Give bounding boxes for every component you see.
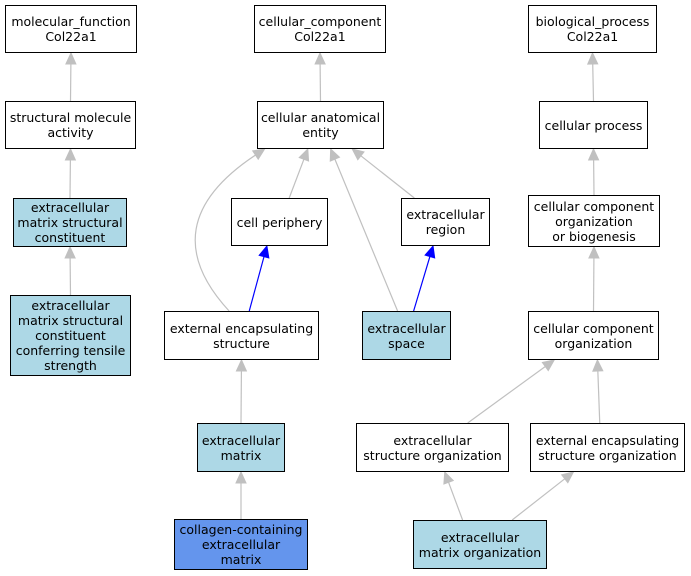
node-cellular-component-organization[interactable]: cellular component organization <box>528 311 659 360</box>
node-cell-periphery[interactable]: cell periphery <box>231 198 328 246</box>
arrowhead-cc_org-to-cc_org_biogenesis <box>588 245 600 259</box>
node-ecm-structural-constituent[interactable]: extracellular matrix structural constitu… <box>13 198 127 247</box>
arrowhead-cell_periphery-to-cell_anat_entity <box>298 147 310 162</box>
arrowhead-ecm_org-to-extracell_struct_org <box>443 470 455 485</box>
edge-cellular_process-to-bp_root <box>592 63 595 102</box>
arrowhead-extracell_space-to-extracell_region <box>424 244 436 259</box>
arrowhead-cell_anat_entity-to-cc_root <box>314 51 326 65</box>
edge-ext_encap_struct-to-cell_anat_entity <box>194 154 256 312</box>
arrowhead-ecm_org-to-ext_encap_struct_org <box>560 471 575 484</box>
node-extracellular-space[interactable]: extracellular space <box>362 311 451 360</box>
node-extracellular-matrix[interactable]: extracellular matrix <box>197 423 285 472</box>
arrowhead-extracell_space-to-cell_anat_entity <box>329 147 341 162</box>
arrowhead-extracell_struct_org-to-cc_org <box>541 359 556 372</box>
node-cellular-process[interactable]: cellular process <box>539 101 648 149</box>
edge-extracell_region-to-cell_anat_entity <box>360 155 415 199</box>
node-extracellular-region[interactable]: extracellular region <box>401 198 490 246</box>
arrowhead-extracell_matrix-to-ext_encap_struct <box>235 358 248 372</box>
arrowhead-ext_encap_struct-to-cell_anat_entity <box>251 148 266 161</box>
edge-ext_encap_struct-to-cell_periphery <box>248 256 265 312</box>
node-cellular-anatomical-entity[interactable]: cellular anatomical entity <box>257 101 384 149</box>
edge-ext_encap_struct_org-to-cc_org <box>597 370 601 424</box>
node-external-encapsulating-structure-organization[interactable]: external encapsulating structure organiz… <box>530 423 685 472</box>
node-mf-root[interactable]: molecular_function Col22a1 <box>5 5 137 53</box>
arrowhead-ecm_struct_const-to-struct_mol_act <box>64 147 77 161</box>
edge-extracell_space-to-cell_anat_entity <box>334 158 399 312</box>
arrowhead-ecm_tensile-to-ecm_struct_const <box>64 245 76 259</box>
node-extracellular-structure-organization[interactable]: extracellular structure organization <box>356 423 509 472</box>
arrowhead-cellular_process-to-bp_root <box>586 51 599 65</box>
edge-ecm_org-to-extracell_struct_org <box>448 482 464 521</box>
edge-cell_periphery-to-cell_anat_entity <box>288 159 305 199</box>
arrowhead-ext_encap_struct_org-to-cc_org <box>592 358 604 372</box>
edge-ecm_org-to-ext_encap_struct_org <box>511 478 566 521</box>
node-bp-root[interactable]: biological_process Col22a1 <box>528 5 657 53</box>
node-cc-root[interactable]: cellular_component Col22a1 <box>254 5 386 53</box>
node-extracellular-matrix-organization[interactable]: extracellular matrix organization <box>413 520 547 569</box>
node-structural-molecule-activity[interactable]: structural molecule activity <box>5 101 136 149</box>
node-external-encapsulating-structure[interactable]: external encapsulating structure <box>164 311 319 360</box>
edge-extracell_space-to-extracell_region <box>413 256 431 312</box>
node-collagen-containing-ecm[interactable]: collagen-containing extracellular matrix <box>174 519 308 570</box>
node-ecm-tensile-strength[interactable]: extracellular matrix structural constitu… <box>10 295 131 376</box>
arrowhead-extracell_region-to-cell_anat_entity <box>351 148 365 161</box>
arrowhead-ext_encap_struct-to-cell_periphery <box>258 244 270 259</box>
edge-extracell_struct_org-to-cc_org <box>467 365 546 424</box>
arrowhead-struct_mol_act-to-mf_root <box>65 51 77 65</box>
arrowhead-cc_org_biogenesis-to-cellular_process <box>587 147 600 161</box>
arrowhead-collagen_ecm-to-extracell_matrix <box>235 470 247 484</box>
node-cellular-component-organization-or-biogenesis[interactable]: cellular component organization or bioge… <box>528 195 660 247</box>
